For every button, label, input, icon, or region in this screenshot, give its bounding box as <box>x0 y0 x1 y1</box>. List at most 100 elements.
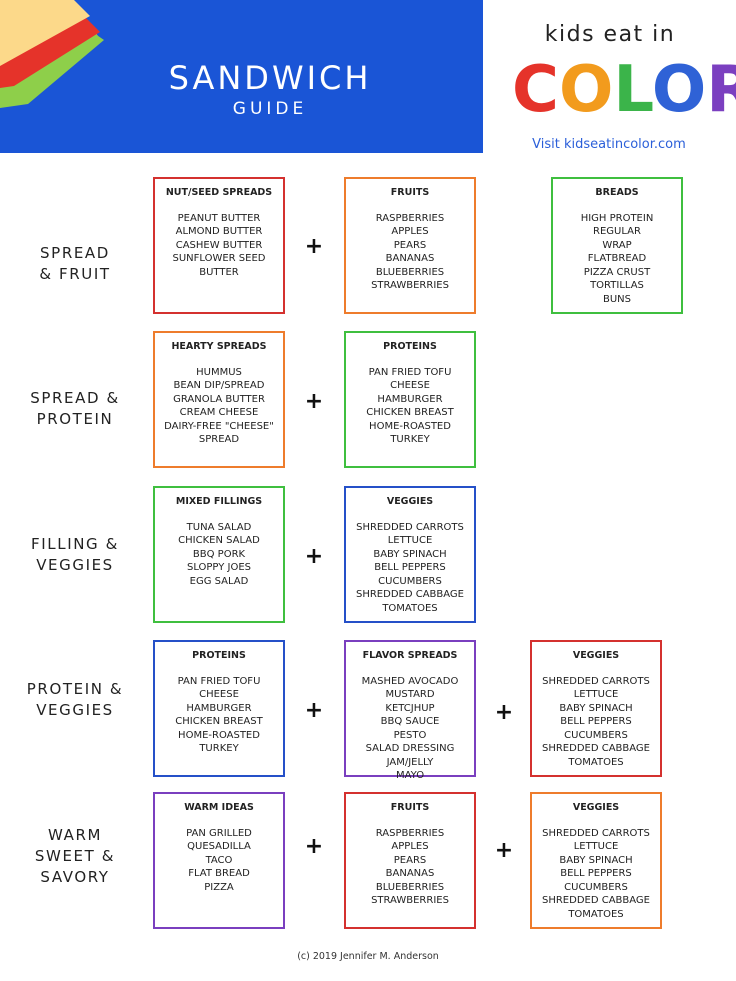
box-title: VEGGIES <box>572 650 620 661</box>
list-item: SALAD DRESSING <box>365 743 455 754</box>
brand-letter: C <box>512 53 559 127</box>
list-item: TOMATOES <box>568 756 624 768</box>
list-item: TURKEY <box>390 434 430 445</box>
plus-icon: + <box>304 234 324 259</box>
list-item: PAN GRILLED <box>186 827 252 839</box>
list-item: SHREDDED CABBAGE <box>541 743 650 754</box>
list-item: APPLES <box>391 226 429 237</box>
category-box: VEGGIES SHREDDED CARROTS LETTUCE BABY SPINA… <box>530 640 662 777</box>
list-item: DAIRY-FREE "CHEESE" <box>164 420 274 432</box>
plus-icon: + <box>304 389 324 414</box>
list-item: GRANOLA BUTTER <box>173 393 265 405</box>
brand-letter: O <box>651 53 707 127</box>
sandwich-icon <box>0 0 104 108</box>
list-item: REGULAR <box>593 226 641 237</box>
list-item: TACO <box>205 854 233 866</box>
list-item: SHREDDED CABBAGE <box>541 895 650 906</box>
list-item: CHEESE <box>199 689 239 700</box>
list-item: EGG SALAD <box>189 575 249 587</box>
plus-icon: + <box>494 838 514 863</box>
list-item: CREAM CHEESE <box>179 407 259 418</box>
list-item: STRAWBERRIES <box>371 280 449 291</box>
list-item: PEARS <box>393 854 427 866</box>
list-item: SPREAD <box>198 434 240 445</box>
list-item: MUSTARD <box>385 689 435 700</box>
list-item: BUTTER <box>199 266 239 278</box>
list-item: BANANAS <box>385 253 435 264</box>
list-item: SLOPPY JOES <box>186 562 252 573</box>
list-item: SHREDDED CARROTS <box>542 675 650 687</box>
guide-subtitle: GUIDE <box>232 99 308 119</box>
list-item: SHREDDED CARROTS <box>542 827 650 839</box>
plus-icon: + <box>304 544 324 569</box>
list-item: MAYO <box>395 770 425 781</box>
brand-letter: O <box>558 53 614 127</box>
list-item: RASPBERRIES <box>375 827 445 839</box>
list-item: HAMBURGER <box>186 702 252 714</box>
list-item: FLATBREAD <box>587 253 647 264</box>
list-item: BELL PEPPERS <box>374 562 446 573</box>
box-title: NUT/SEED SPREADS <box>165 187 273 198</box>
list-item: SUNFLOWER SEED <box>172 253 266 264</box>
list-item: BANANAS <box>385 868 435 879</box>
list-item: CHICKEN SALAD <box>178 535 260 546</box>
copyright: (c) 2019 Jennifer M. Anderson <box>297 951 439 962</box>
list-item: BBQ PORK <box>192 548 246 560</box>
list-item: PIZZA CRUST <box>583 266 651 278</box>
box-title: HEARTY SPREADS <box>171 341 267 352</box>
list-item: FLAT BREAD <box>188 868 250 879</box>
list-item: HAMBURGER <box>377 393 443 405</box>
row-label-filling-veggies: FILLING &VEGGIES <box>31 535 119 574</box>
list-item: PAN FRIED TOFU <box>368 366 452 378</box>
list-item: CUCUMBERS <box>564 729 628 741</box>
list-item: JAM/JELLY <box>386 756 434 768</box>
list-item: HUMMUS <box>196 366 242 378</box>
row-label-protein-veggies: PROTEIN &VEGGIES <box>26 680 124 719</box>
brand-letter: L <box>613 53 652 127</box>
list-item: LETTUCE <box>573 689 619 700</box>
list-item: RASPBERRIES <box>375 212 445 224</box>
list-item: LETTUCE <box>387 535 433 546</box>
list-item: CHICKEN BREAST <box>175 716 263 727</box>
brand-letter: R <box>706 53 736 127</box>
list-item: PEARS <box>393 239 427 251</box>
list-item: TUNA SALAD <box>186 521 252 533</box>
guide-title: SANDWICH <box>168 59 372 97</box>
box-title: FRUITS <box>390 802 430 813</box>
list-item: PIZZA <box>204 881 234 893</box>
list-item: TOMATOES <box>568 908 624 920</box>
list-item: SHREDDED CABBAGE <box>355 589 464 600</box>
list-item: BBQ SAUCE <box>380 716 440 727</box>
category-box: MIXED FILLINGS TUNA SALAD CHICKEN SALAD BBQ… <box>153 486 285 623</box>
list-item: APPLES <box>391 841 429 852</box>
box-title: PROTEINS <box>383 341 437 352</box>
list-item: PESTO <box>393 729 427 741</box>
list-item: BELL PEPPERS <box>560 868 632 879</box>
website-link[interactable]: Visit kidseatincolor.com <box>532 137 686 152</box>
list-item: TURKEY <box>199 743 239 754</box>
list-item: CUCUMBERS <box>564 881 628 893</box>
box-title: MIXED FILLINGS <box>175 496 263 507</box>
box-title: WARM IDEAS <box>184 802 254 813</box>
list-item: STRAWBERRIES <box>371 895 449 906</box>
list-item: CHEESE <box>390 380 430 391</box>
list-item: CHICKEN BREAST <box>366 407 454 418</box>
list-item: HOME-ROASTED <box>369 420 451 432</box>
brand-color-word: COLOR <box>512 53 736 127</box>
box-title: FLAVOR SPREADS <box>362 650 458 661</box>
box-title: FRUITS <box>390 187 430 198</box>
row-label-spread-fruit: SPREAD& FRUIT <box>39 244 111 283</box>
list-item: QUESADILLA <box>187 841 251 852</box>
list-item: HIGH PROTEIN <box>580 212 654 224</box>
category-box: WARM IDEAS PAN GRILLED QUESADILLA TACO FLAT … <box>153 792 285 929</box>
list-item: CUCUMBERS <box>378 575 442 587</box>
list-item: BABY SPINACH <box>559 702 633 714</box>
